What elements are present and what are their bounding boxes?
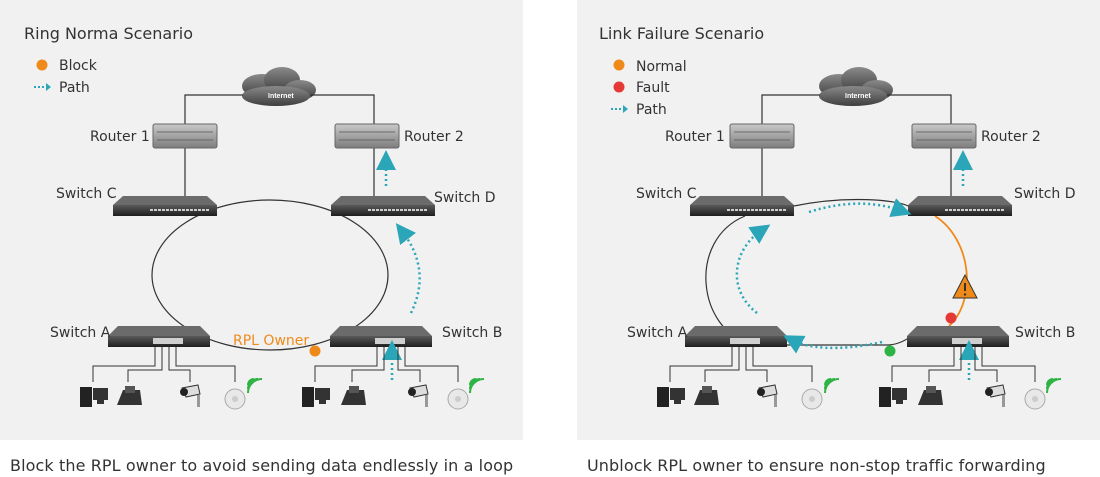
ring-link (793, 198, 909, 207)
wifi-icon (824, 378, 840, 394)
pc-icon (302, 387, 330, 407)
dotted-arrow-icon (611, 105, 628, 113)
switch-b-icon (907, 326, 1009, 347)
ring-normal-diagram: Ring Norma Scenario Block Path Internet … (24, 24, 502, 410)
ip-phone-icon (918, 386, 943, 405)
ring-link (705, 215, 913, 346)
legend-path-label: Path (636, 102, 667, 118)
access-point-icon (224, 388, 246, 410)
switch-b-label: Switch B (1015, 325, 1075, 341)
rpl-owner-block-dot (309, 345, 321, 357)
router-1-label: Router 1 (665, 129, 725, 145)
red-dot-icon (613, 81, 625, 93)
ring-link (151, 199, 389, 351)
switch-b-label: Switch B (442, 325, 502, 341)
router-2-label: Router 2 (981, 129, 1041, 145)
rpl-owner-unblocked-dot (884, 345, 896, 357)
link-failure-diagram: Link Failure Scenario Normal Fault Path … (599, 24, 1076, 410)
link-failure-scenario-panel: Link Failure Scenario Normal Fault Path … (577, 0, 1100, 440)
scenario-title: Ring Norma Scenario (24, 24, 193, 43)
fault-dot (945, 312, 957, 324)
cloud-label: Internet (268, 93, 294, 100)
router-2-label: Router 2 (404, 129, 464, 145)
switch-c-icon (113, 196, 217, 216)
wifi-icon (247, 378, 263, 394)
access-point-icon (447, 388, 469, 410)
router-1-icon (729, 123, 795, 149)
legend-block-label: Block (59, 58, 98, 74)
orange-dot-icon (613, 59, 625, 71)
switch-d-label: Switch D (1014, 186, 1076, 202)
ip-phone-icon (694, 386, 719, 405)
switch-c-label: Switch C (636, 186, 697, 202)
switch-b-icon (330, 326, 432, 347)
switch-d-icon (331, 196, 435, 216)
router-2-icon (911, 123, 977, 149)
switch-a-icon (108, 326, 210, 347)
faulted-link (934, 215, 968, 327)
switch-a-icon (685, 326, 787, 347)
ip-camera-icon (985, 384, 1006, 407)
orange-dot-icon (36, 59, 48, 71)
switch-d-label: Switch D (434, 190, 496, 206)
caption-ring-normal: Block the RPL owner to avoid sending dat… (10, 456, 514, 475)
pc-icon (657, 387, 685, 407)
switch-c-icon (690, 196, 794, 216)
ring-normal-scenario-panel: Ring Norma Scenario Block Path Internet … (0, 0, 523, 440)
switch-a-label: Switch A (627, 325, 688, 341)
router-2-icon (334, 123, 400, 149)
internet-cloud-icon: Internet (242, 67, 316, 106)
switch-a-label: Switch A (50, 325, 111, 341)
pc-icon (879, 387, 907, 407)
access-point-icon (1024, 388, 1046, 410)
legend-normal-label: Normal (636, 59, 687, 75)
ip-camera-icon (180, 384, 201, 407)
warning-icon (952, 273, 978, 299)
wifi-icon (469, 378, 485, 394)
path-arrow-b-to-a (783, 335, 883, 354)
ip-camera-icon (408, 384, 429, 407)
wifi-icon (1046, 378, 1062, 394)
ip-phone-icon (341, 386, 366, 405)
access-point-icon (801, 388, 823, 410)
router-1-label: Router 1 (90, 129, 150, 145)
switch-d-icon (908, 196, 1012, 216)
switch-c-label: Switch C (56, 186, 117, 202)
pc-icon (80, 387, 108, 407)
cloud-label: Internet (845, 93, 871, 100)
ip-camera-icon (757, 384, 778, 407)
ip-phone-icon (117, 386, 142, 405)
path-arrow-b-to-d (395, 223, 421, 314)
legend-fault-label: Fault (636, 80, 670, 96)
path-arrow-a-to-c (735, 224, 771, 314)
scenario-title: Link Failure Scenario (599, 24, 764, 43)
caption-link-failure: Unblock RPL owner to ensure non-stop tra… (587, 456, 1046, 475)
router-1-icon (152, 123, 218, 149)
legend-path-label: Path (59, 80, 90, 96)
rpl-owner-label: RPL Owner (233, 333, 309, 349)
dotted-arrow-icon (34, 83, 51, 91)
internet-cloud-icon: Internet (819, 67, 893, 106)
path-arrow-c-to-d (808, 198, 912, 218)
